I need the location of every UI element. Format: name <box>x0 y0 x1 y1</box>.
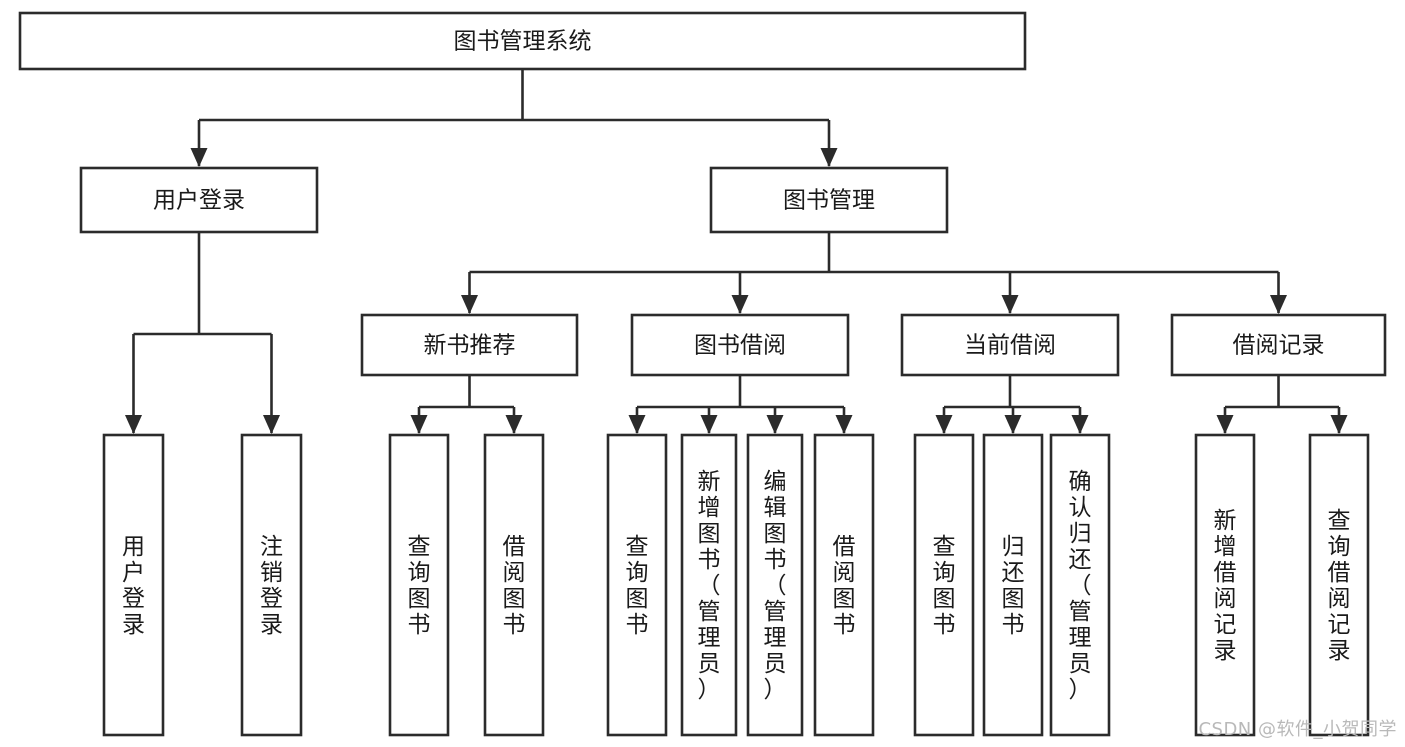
arrow-head-icon <box>835 415 853 434</box>
leaf-l-br-query-label: 查询借阅记录 <box>1328 508 1351 664</box>
leaf-l-br-add[interactable]: 新增借阅记录 <box>1194 433 1256 737</box>
leaf-l-cb-query-label: 查询图书 <box>933 534 956 638</box>
node-book-borrow-label: 图书借阅 <box>694 333 786 359</box>
leaf-l-cb-confirm-label: 确认归还（管理员） <box>1069 469 1092 703</box>
node-book-borrow-box[interactable] <box>630 313 850 377</box>
leaf-leaf-user-login-box[interactable] <box>102 433 165 737</box>
leaf-l-nb-borrow[interactable]: 借阅图书 <box>483 433 545 737</box>
arrow-head-icon <box>1270 295 1287 314</box>
leaf-l-nb-query[interactable]: 查询图书 <box>388 433 450 737</box>
leaf-l-bb-query[interactable]: 查询图书 <box>606 433 668 737</box>
arrow-head-icon <box>1216 415 1234 434</box>
leaf-l-bb-add-label: 新增图书（管理员） <box>698 469 721 703</box>
leaf-l-cb-query[interactable]: 查询图书 <box>913 433 975 737</box>
leaf-l-br-add-label: 新增借阅记录 <box>1214 508 1237 664</box>
leaf-l-bb-borrow[interactable]: 借阅图书 <box>813 433 875 737</box>
node-root-box[interactable] <box>18 11 1027 71</box>
leaf-leaf-user-logout-box[interactable] <box>240 433 303 737</box>
leaf-l-nb-borrow-box[interactable] <box>483 433 545 737</box>
node-new-book-rec-label: 新书推荐 <box>424 333 516 359</box>
arrow-head-icon <box>1001 295 1019 314</box>
node-book-manage-box[interactable] <box>709 166 949 234</box>
node-user-login[interactable]: 用户登录 <box>79 166 319 234</box>
arrow-head-icon <box>190 148 208 167</box>
arrow-head-icon <box>700 415 718 434</box>
node-new-book-rec-box[interactable] <box>360 313 579 377</box>
node-root[interactable]: 图书管理系统 <box>18 11 1027 71</box>
node-user-login-label: 用户登录 <box>153 188 245 214</box>
node-current-borrow-box[interactable] <box>900 313 1120 377</box>
leaf-l-bb-query-box[interactable] <box>606 433 668 737</box>
node-current-borrow-label: 当前借阅 <box>964 333 1056 359</box>
arrow-head-icon <box>820 148 838 167</box>
arrow-head-icon <box>766 415 784 434</box>
leaf-l-cb-return[interactable]: 归还图书 <box>982 433 1044 737</box>
leaf-l-bb-query-label: 查询图书 <box>626 534 649 638</box>
watermark-label: CSDN @软件_小贺同学 <box>1198 719 1397 740</box>
leaf-l-bb-add-box[interactable] <box>680 433 738 737</box>
node-root-label: 图书管理系统 <box>454 29 592 55</box>
leaf-leaf-user-logout-label: 注销登录 <box>260 534 283 638</box>
leaf-leaf-user-login-label: 用户登录 <box>122 534 145 638</box>
leaf-leaf-user-logout[interactable]: 注销登录 <box>240 433 303 737</box>
leaf-l-cb-query-box[interactable] <box>913 433 975 737</box>
node-borrow-record[interactable]: 借阅记录 <box>1170 313 1387 377</box>
arrow-head-icon <box>410 415 428 434</box>
leaf-l-bb-borrow-label: 借阅图书 <box>833 534 856 638</box>
arrow-head-icon <box>125 415 142 434</box>
node-current-borrow[interactable]: 当前借阅 <box>900 313 1120 377</box>
leaf-l-br-query-box[interactable] <box>1308 433 1370 737</box>
leaf-l-cb-return-label: 归还图书 <box>1002 534 1025 638</box>
leaf-l-cb-return-box[interactable] <box>982 433 1044 737</box>
arrow-head-icon <box>1004 415 1022 434</box>
leaf-l-cb-confirm[interactable]: 确认归还（管理员） <box>1049 433 1111 737</box>
leaf-leaf-user-login[interactable]: 用户登录 <box>102 433 165 737</box>
leaf-l-nb-query-label: 查询图书 <box>408 534 431 638</box>
arrow-head-icon <box>935 415 953 434</box>
arrow-head-icon <box>1330 415 1348 434</box>
arrow-head-icon <box>505 415 523 434</box>
leaf-l-br-add-box[interactable] <box>1194 433 1256 737</box>
leaf-l-bb-add[interactable]: 新增图书（管理员） <box>680 433 738 737</box>
node-book-borrow[interactable]: 图书借阅 <box>630 313 850 377</box>
leaf-l-bb-edit[interactable]: 编辑图书（管理员） <box>746 433 804 737</box>
node-borrow-record-label: 借阅记录 <box>1233 333 1325 359</box>
arrow-head-icon <box>461 295 478 314</box>
leaf-l-br-query[interactable]: 查询借阅记录 <box>1308 433 1370 737</box>
node-new-book-rec[interactable]: 新书推荐 <box>360 313 579 377</box>
arrow-head-icon <box>263 415 280 434</box>
arrow-head-icon <box>1071 415 1089 434</box>
arrow-head-icon <box>731 295 749 314</box>
arrow-head-icon <box>628 415 646 434</box>
node-book-manage[interactable]: 图书管理 <box>709 166 949 234</box>
node-user-login-box[interactable] <box>79 166 319 234</box>
leaf-l-bb-borrow-box[interactable] <box>813 433 875 737</box>
node-borrow-record-box[interactable] <box>1170 313 1387 377</box>
leaf-l-nb-borrow-label: 借阅图书 <box>503 534 526 638</box>
leaf-l-bb-edit-label: 编辑图书（管理员） <box>764 469 787 703</box>
leaf-l-nb-query-box[interactable] <box>388 433 450 737</box>
leaf-l-bb-edit-box[interactable] <box>746 433 804 737</box>
node-book-manage-label: 图书管理 <box>783 188 875 214</box>
leaf-l-cb-confirm-box[interactable] <box>1049 433 1111 737</box>
